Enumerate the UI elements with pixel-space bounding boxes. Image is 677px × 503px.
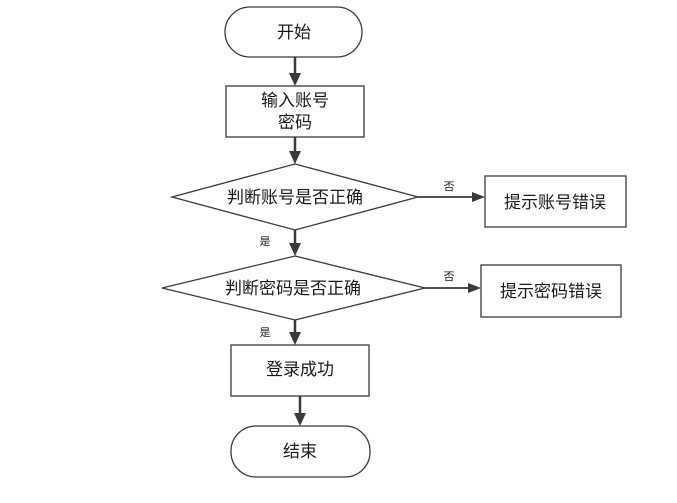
connectors (289, 57, 485, 426)
password-no-label: 否 (444, 270, 455, 283)
node-check-account: 判断账号是否正确 (169, 163, 421, 231)
account-error-box (484, 175, 627, 228)
node-input: 输入账号 密码 (225, 85, 365, 138)
node-login-success: 登录成功 (230, 344, 370, 397)
node-check-password: 判断密码是否正确 (161, 255, 426, 321)
check-account-decision (169, 163, 421, 231)
node-end: 结束 (230, 425, 371, 478)
login-success-label: 登录成功 (266, 360, 334, 380)
start-label: 开始 (277, 23, 311, 43)
account-no-label: 否 (444, 180, 455, 193)
arrowhead (294, 413, 306, 426)
check-password-label: 判断密码是否正确 (225, 279, 361, 299)
input-label-line1: 输入账号 (261, 91, 329, 111)
start-terminal (224, 6, 363, 58)
password-error-label: 提示密码错误 (500, 282, 602, 302)
arrowhead (289, 332, 301, 345)
check-password-decision (161, 255, 426, 321)
end-terminal (230, 425, 371, 478)
input-box (225, 85, 365, 138)
arrowhead (289, 151, 301, 164)
account-yes-label: 是 (260, 235, 271, 248)
node-password-error: 提示密码错误 (480, 264, 622, 318)
password-error-box (480, 264, 622, 318)
input-label-line2: 密码 (278, 113, 312, 133)
node-start: 开始 (224, 6, 363, 58)
account-error-label: 提示账号错误 (504, 193, 606, 213)
arrowhead (289, 73, 301, 86)
arrowhead (472, 192, 485, 202)
password-yes-label: 是 (260, 326, 271, 339)
login-success-box (230, 344, 370, 397)
end-label: 结束 (283, 442, 317, 462)
node-account-error: 提示账号错误 (484, 175, 627, 228)
arrowhead (468, 283, 481, 293)
check-account-label: 判断账号是否正确 (227, 188, 363, 208)
arrowhead (289, 243, 301, 256)
